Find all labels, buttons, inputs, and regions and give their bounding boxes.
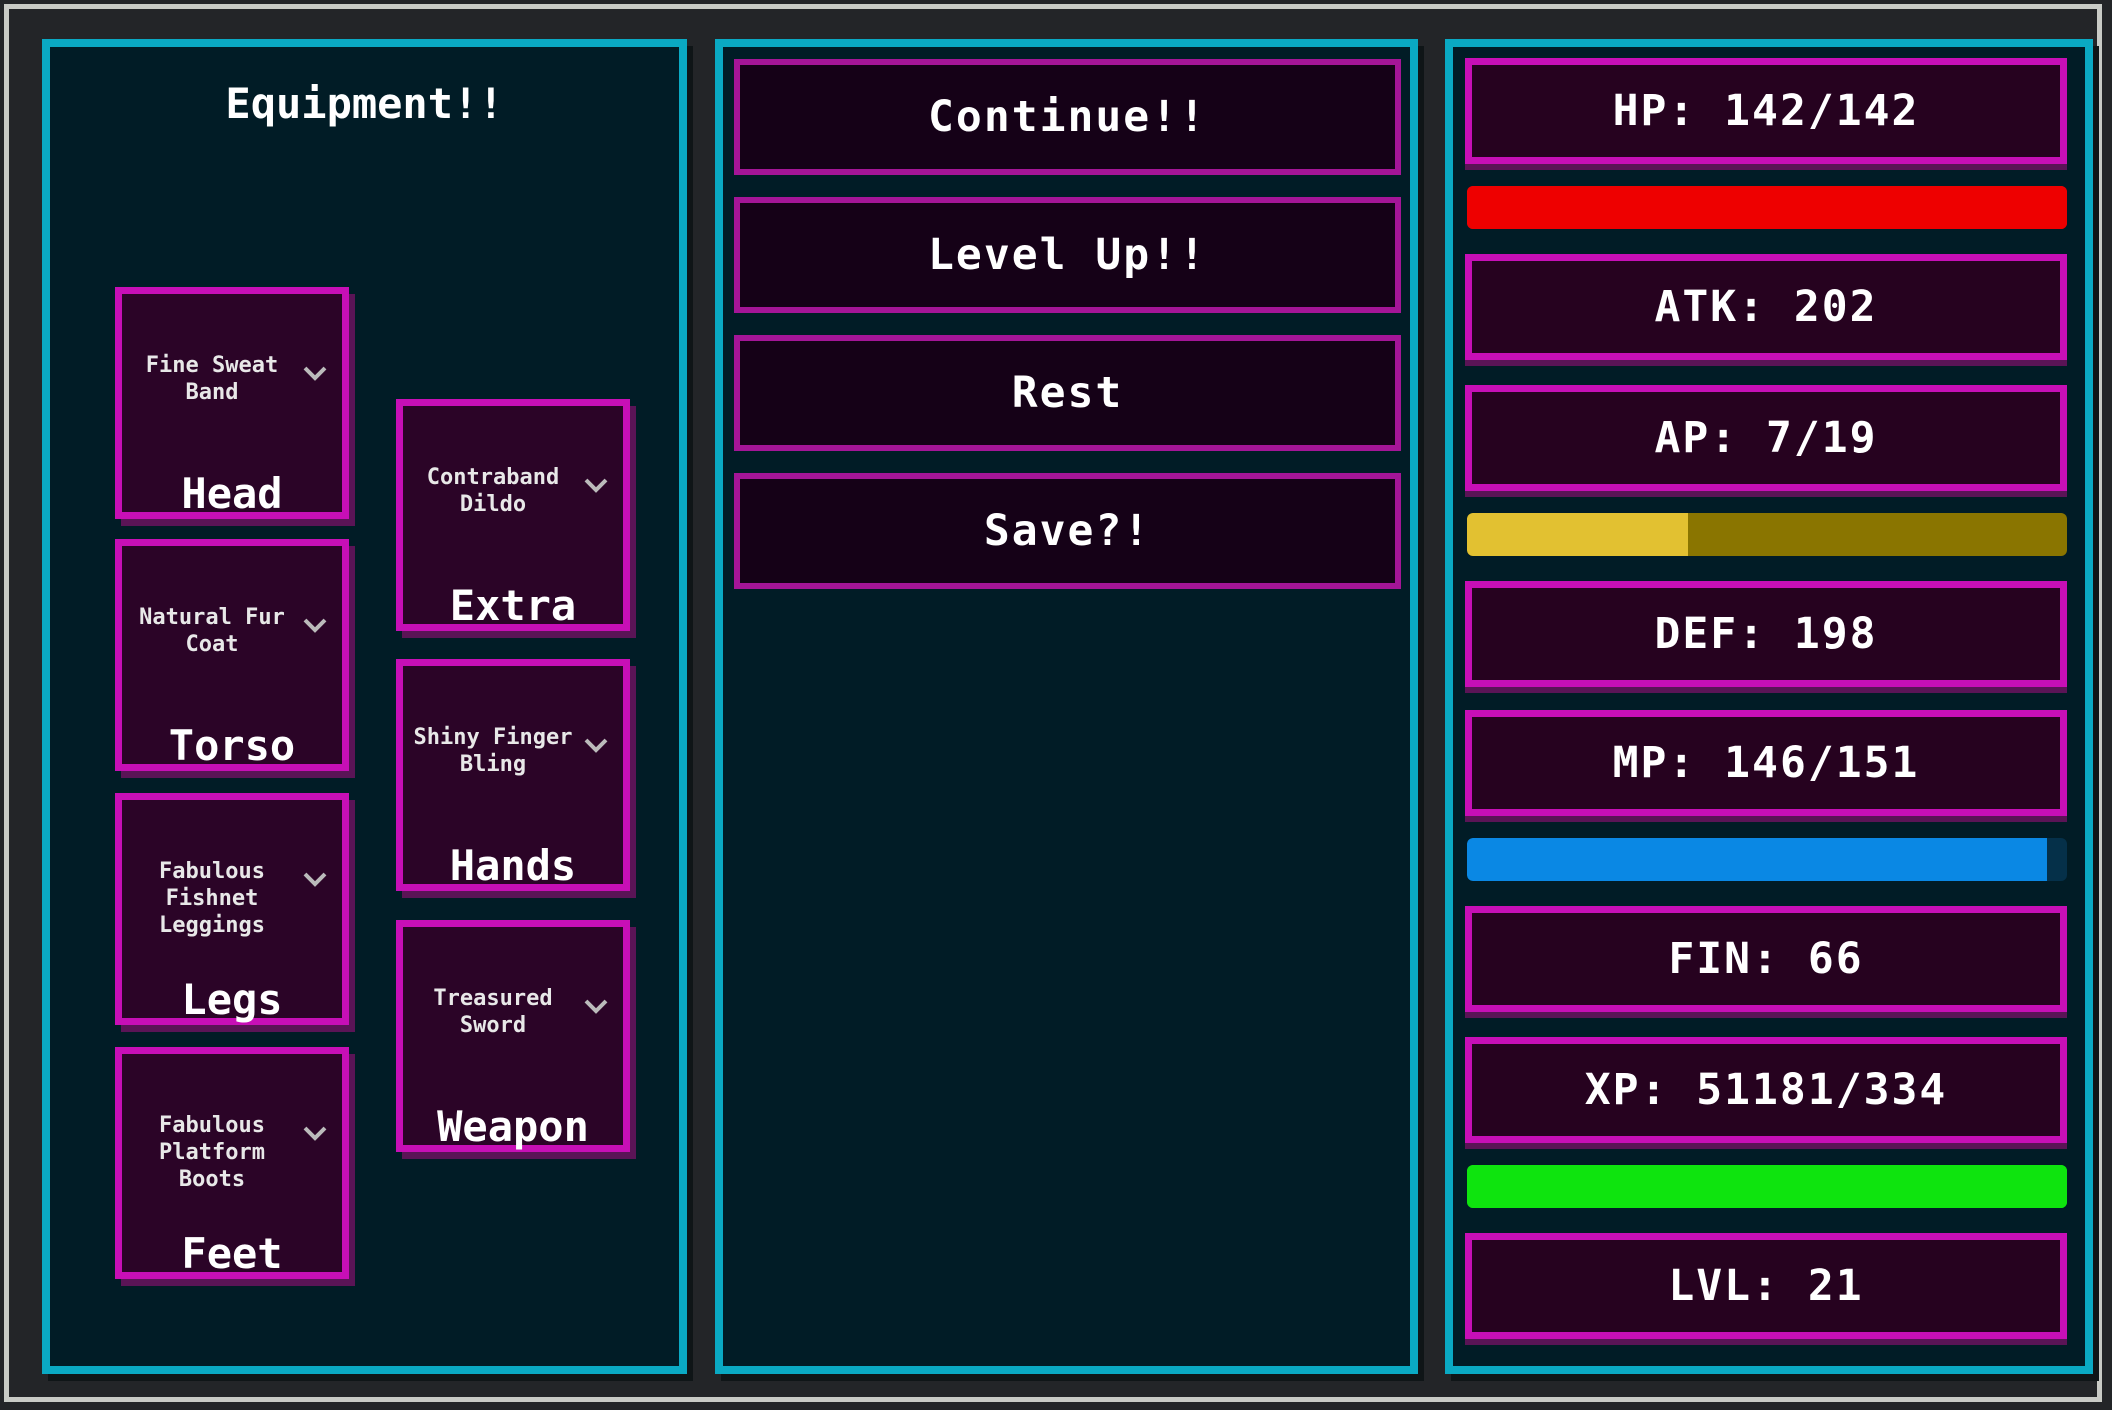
- xp-bar-fill: [1467, 1165, 2067, 1208]
- chevron-down-icon[interactable]: [302, 1120, 328, 1146]
- chevron-down-icon[interactable]: [302, 360, 328, 386]
- chevron-down-icon[interactable]: [583, 993, 609, 1019]
- atk-stat: ATK: 202: [1465, 254, 2067, 360]
- fin-stat: FIN: 66: [1465, 906, 2067, 1012]
- slot-label: Hands: [449, 841, 577, 890]
- level-up-button[interactable]: Level Up!!: [734, 197, 1401, 313]
- hp-bar: [1467, 186, 2067, 229]
- mp-bar-fill: [1467, 838, 2048, 881]
- slot-label: Feet: [181, 1229, 283, 1278]
- equip-slot-head[interactable]: Fine Sweat Band Head: [115, 287, 349, 519]
- equip-slot-hands[interactable]: Shiny Finger Bling Hands: [396, 659, 630, 891]
- slot-label: Head: [181, 469, 283, 518]
- xp-stat: XP: 51181/334: [1465, 1037, 2067, 1143]
- save-button[interactable]: Save?!: [734, 473, 1401, 589]
- equipped-item-name: Fine Sweat Band: [145, 353, 279, 405]
- equip-slot-extra[interactable]: Contraband Dildo Extra: [396, 399, 630, 631]
- chevron-down-icon[interactable]: [302, 866, 328, 892]
- lvl-stat: LVL: 21: [1465, 1233, 2067, 1339]
- equipment-title: Equipment!!: [225, 79, 504, 128]
- mp-stat: MP: 146/151: [1465, 710, 2067, 816]
- rest-button[interactable]: Rest: [734, 335, 1401, 451]
- slot-label: Legs: [181, 975, 283, 1024]
- equip-slot-weapon[interactable]: Treasured Sword Weapon: [396, 920, 630, 1152]
- game-window: Equipment!! Fine Sweat Band Head Natural…: [4, 4, 2102, 1402]
- equip-slot-torso[interactable]: Natural Fur Coat Torso: [115, 539, 349, 771]
- equipped-item-name: Fabulous Platform Boots: [159, 1113, 265, 1192]
- slot-label: Weapon: [437, 1102, 589, 1151]
- hp-bar-fill: [1467, 186, 2067, 229]
- equip-slot-feet[interactable]: Fabulous Platform Boots Feet: [115, 1047, 349, 1279]
- slot-label: Torso: [168, 721, 296, 770]
- actions-panel: Continue!! Level Up!! Rest Save?!: [715, 39, 1418, 1374]
- mp-bar: [1467, 838, 2067, 881]
- equipped-item-name: Treasured Sword: [433, 986, 553, 1038]
- ap-stat: AP: 7/19: [1465, 385, 2067, 491]
- equip-slot-legs[interactable]: Fabulous Fishnet Leggings Legs: [115, 793, 349, 1025]
- xp-bar: [1467, 1165, 2067, 1208]
- hp-stat: HP: 142/142: [1465, 58, 2067, 164]
- slot-label: Extra: [449, 581, 577, 630]
- def-stat: DEF: 198: [1465, 581, 2067, 687]
- ap-bar-fill: [1467, 513, 1688, 556]
- stats-panel: HP: 142/142 ATK: 202 AP: 7/19 DEF: 198 M…: [1445, 39, 2093, 1374]
- equipment-panel: Equipment!! Fine Sweat Band Head Natural…: [42, 39, 687, 1374]
- equipped-item-name: Natural Fur Coat: [139, 605, 285, 657]
- ap-bar: [1467, 513, 2067, 556]
- equipped-item-name: Contraband Dildo: [426, 465, 560, 517]
- continue-button[interactable]: Continue!!: [734, 59, 1401, 175]
- chevron-down-icon[interactable]: [583, 732, 609, 758]
- chevron-down-icon[interactable]: [302, 612, 328, 638]
- equipped-item-name: Fabulous Fishnet Leggings: [159, 859, 265, 938]
- chevron-down-icon[interactable]: [583, 472, 609, 498]
- equipped-item-name: Shiny Finger Bling: [413, 725, 573, 777]
